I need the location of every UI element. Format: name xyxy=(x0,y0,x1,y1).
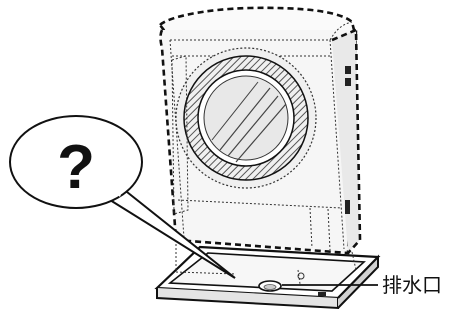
door xyxy=(176,48,316,188)
question-mark: ? xyxy=(57,133,95,202)
washing-machine xyxy=(160,8,360,253)
drain-label: 排水口 xyxy=(382,273,442,297)
